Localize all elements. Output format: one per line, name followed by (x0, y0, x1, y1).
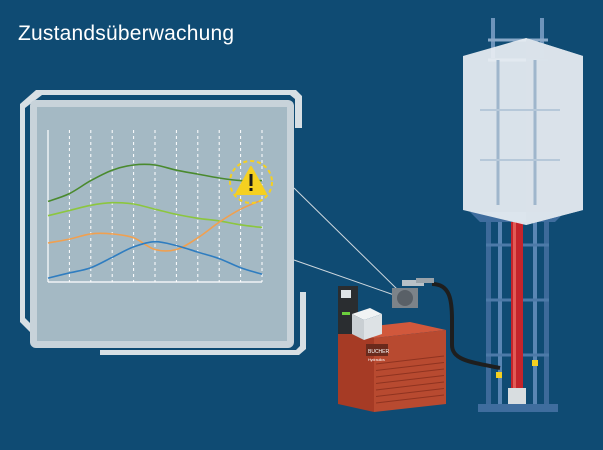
valve-box-top (352, 308, 382, 320)
series-line-4 (47, 240, 263, 279)
car-side-shade (526, 38, 583, 225)
sensor-right (532, 360, 538, 366)
cabinet-rib (375, 362, 445, 371)
top-frame-left (491, 18, 495, 58)
sensor-left (496, 372, 502, 378)
hydraulic-hose (431, 282, 501, 370)
chart-area (37, 107, 287, 341)
warning-marker (229, 160, 273, 204)
cabinet-side (374, 330, 446, 412)
page-title: Zustandsüberwachung (18, 22, 235, 45)
rail-right-inner (533, 215, 537, 410)
callout-line-bottom (293, 259, 398, 297)
cabinet-rib (375, 394, 445, 404)
warning-exclamation-dot (249, 188, 253, 191)
brand-subtext: Hydraulics (368, 358, 385, 362)
cabinet-rib (375, 368, 445, 378)
hydraulic-cylinder (511, 218, 523, 388)
warning-halo (229, 160, 273, 204)
motor-arm (416, 278, 434, 283)
chart-series (47, 163, 263, 279)
power-unit: BUCHER Hydraulics (338, 278, 446, 412)
top-frame-right (540, 18, 544, 58)
cabinet-rib (375, 388, 445, 397)
series-line-3 (47, 199, 263, 252)
cabinet-rib (375, 355, 445, 365)
rail-right-outer (544, 215, 549, 410)
brand-text: BUCHER (368, 349, 390, 355)
rail-left-outer (486, 215, 491, 410)
cabinet-rib (375, 375, 445, 384)
cabinet-front (338, 330, 374, 412)
cabinet-rib (375, 381, 445, 391)
valve-box-side (364, 314, 382, 340)
motor-flange (397, 290, 413, 306)
shaft-base (478, 404, 558, 412)
valve-box-front (352, 314, 364, 340)
callout-line-top (293, 187, 401, 293)
rail-left-inner (498, 215, 502, 410)
controller-led (342, 312, 350, 315)
series-line-2 (47, 201, 263, 229)
controller-display (341, 290, 351, 298)
cylinder-highlight (513, 218, 516, 388)
motor-top-pipe (402, 280, 424, 286)
cabinet-label (366, 344, 388, 356)
cylinder-base (508, 388, 526, 404)
elevator-shaft (463, 18, 583, 412)
cabinet-ribs (375, 355, 445, 404)
warning-exclamation-bar (249, 174, 253, 186)
series-line-1 (47, 163, 263, 203)
monitor-panel (20, 90, 306, 355)
